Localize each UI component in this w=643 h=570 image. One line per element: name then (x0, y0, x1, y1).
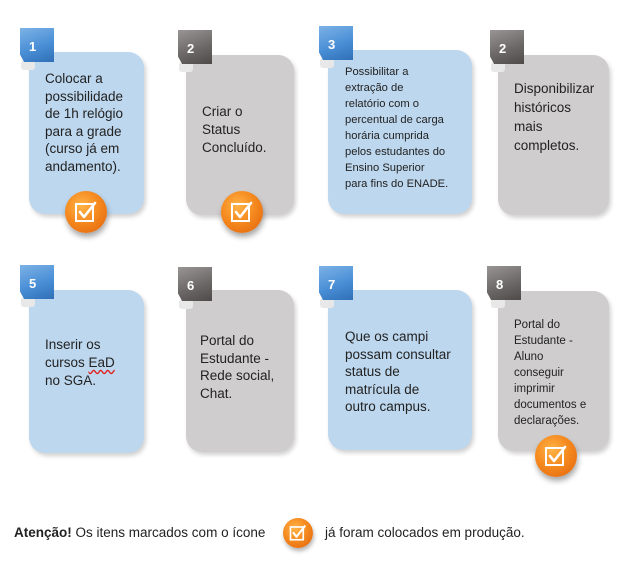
card-3-text: Possibilitar a extração de relatório com… (345, 66, 449, 190)
tag-1: 1 (20, 28, 54, 62)
card-3: Possibilitar a extração de relatório com… (328, 50, 472, 214)
card-6: Portal do Estudante - Rede social, Chat. (186, 290, 294, 452)
checkbox-check-icon (289, 525, 306, 541)
footer-text-b: já foram colocados em produção. (325, 525, 525, 540)
tag-6: 6 (178, 267, 212, 301)
footer-note: Atenção! Os itens marcados com o ícone (14, 525, 265, 540)
tag-5: 5 (20, 265, 54, 299)
tag-4: 2 (490, 30, 524, 64)
card-5-text-ead: EaD (88, 355, 115, 370)
tag-2: 2 (178, 30, 212, 64)
card-5-text-a: Inserir os cursos (45, 337, 101, 370)
tag-2-shadow (179, 62, 193, 72)
card-1-text: Colocar a possibilidade de 1h relógio pa… (45, 71, 124, 174)
tag-7-number: 7 (328, 277, 336, 292)
tag-5-shadow (21, 297, 35, 307)
card-2: Criar o Status Concluído. (186, 55, 294, 215)
checkbox-check-icon (545, 445, 567, 466)
footer-done-badge (283, 518, 313, 548)
footer-text-a: Os itens marcados com o ícone (71, 525, 266, 540)
tag-2-number: 2 (187, 41, 195, 56)
tag-3-number: 3 (328, 37, 336, 52)
card-4-text: Disponibilizar históricos mais completos… (514, 81, 595, 153)
card-8-text: Portal do Estudante - Aluno conseguir im… (514, 319, 587, 427)
tag-7: 7 (319, 266, 353, 300)
card-5: Inserir os cursos EaD no SGA. (29, 290, 144, 453)
card-4: Disponibilizar históricos mais completos… (498, 55, 609, 215)
tag-4-number: 2 (499, 41, 507, 56)
card-5-text: Inserir os cursos EaD no SGA. (45, 336, 115, 390)
card-5-text-b: no SGA. (45, 373, 97, 388)
tag-6-number: 6 (187, 278, 195, 293)
tag-6-shadow (179, 299, 193, 309)
done-badge-2 (221, 191, 263, 233)
footer-bold: Atenção! (14, 525, 72, 540)
checkbox-check-icon (75, 201, 97, 222)
card-8: Portal do Estudante - Aluno conseguir im… (498, 291, 609, 451)
tag-5-number: 5 (29, 276, 37, 291)
tag-1-shadow (21, 60, 35, 70)
card-7-text: Que os campi possam consultar status de … (345, 329, 451, 414)
card-7: Que os campi possam consultar status de … (328, 290, 472, 450)
tag-7-shadow (320, 298, 334, 308)
tag-3: 3 (319, 26, 353, 60)
tag-3-shadow (320, 58, 334, 68)
tag-8-shadow (491, 298, 505, 308)
done-badge-8 (535, 435, 577, 477)
tag-4-shadow (491, 62, 505, 72)
tag-8-number: 8 (496, 277, 504, 292)
card-1: Colocar a possibilidade de 1h relógio pa… (29, 52, 144, 214)
tag-1-number: 1 (29, 39, 37, 54)
card-2-text: Criar o Status Concluído. (202, 104, 267, 155)
done-badge-1 (65, 191, 107, 233)
tag-8: 8 (487, 266, 521, 300)
checkbox-check-icon (231, 201, 253, 222)
card-6-text: Portal do Estudante - Rede social, Chat. (200, 333, 275, 401)
